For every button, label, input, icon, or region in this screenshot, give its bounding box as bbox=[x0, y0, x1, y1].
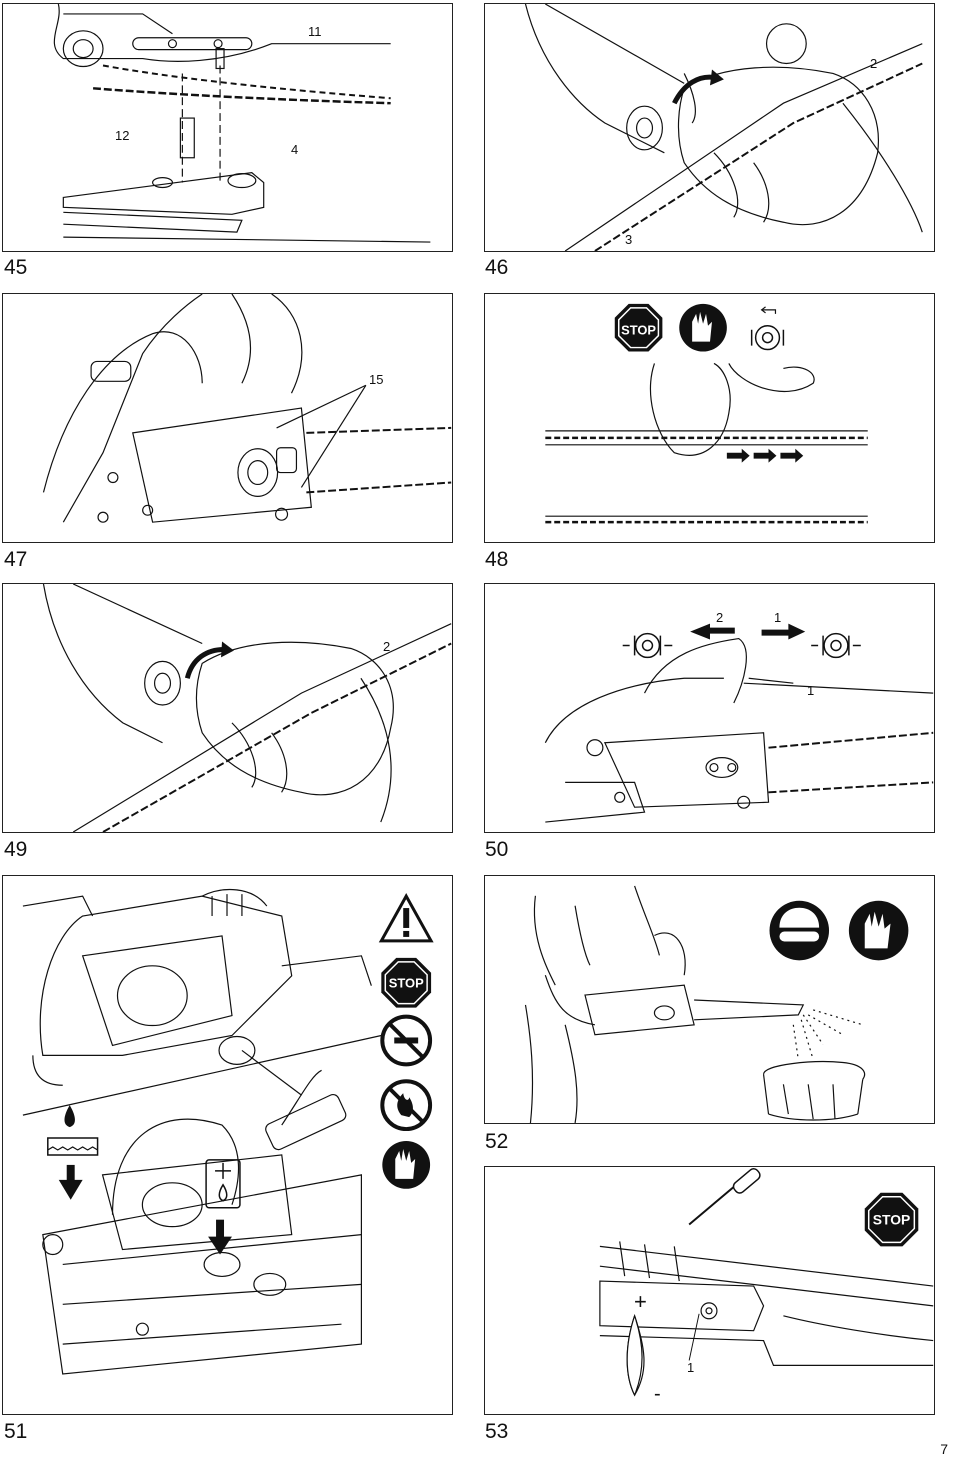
callout-1: 1 bbox=[774, 610, 782, 625]
plus-sign: + bbox=[634, 1289, 647, 1314]
figure-52-panel bbox=[484, 875, 935, 1124]
figure-51-illustration: STOP bbox=[22, 889, 434, 1375]
stop-sign-icon: STOP bbox=[864, 1192, 919, 1247]
stop-label: STOP bbox=[621, 323, 656, 338]
figure-48-number: 48 bbox=[485, 548, 509, 571]
figure-50-number: 50 bbox=[485, 838, 509, 861]
figure-52-illustration bbox=[524, 885, 909, 1123]
figure-48-panel: STOP bbox=[484, 293, 935, 543]
figure-47-number: 47 bbox=[4, 548, 28, 571]
arrow-icon bbox=[672, 69, 724, 105]
gloves-icon bbox=[679, 303, 727, 352]
callout-2: 2 bbox=[716, 610, 724, 625]
figure-51-panel: STOP bbox=[2, 875, 453, 1415]
figure-53-panel: STOP + - 1 bbox=[484, 1166, 935, 1415]
figure-51-number: 51 bbox=[4, 1420, 28, 1443]
figure-47-illustration bbox=[42, 294, 452, 523]
gloves-icon bbox=[848, 900, 909, 961]
gloves-icon bbox=[382, 1141, 431, 1189]
figure-48-illustration: STOP bbox=[545, 303, 868, 524]
sprocket-icon bbox=[622, 632, 673, 659]
stop-label: STOP bbox=[389, 976, 424, 991]
figure-53-illustration: STOP bbox=[599, 1168, 934, 1397]
figure-45-number: 45 bbox=[4, 256, 28, 279]
figure-46-illustration bbox=[524, 4, 923, 251]
stop-label: STOP bbox=[873, 1212, 911, 1228]
figure-53-number: 53 bbox=[485, 1420, 509, 1443]
sprocket-icon bbox=[811, 632, 861, 659]
figure-46-number: 46 bbox=[485, 256, 509, 279]
minus-sign: - bbox=[654, 1383, 661, 1405]
figure-47-panel: 15 bbox=[2, 293, 453, 543]
callout-1: 1 bbox=[687, 1360, 695, 1375]
warning-icon bbox=[378, 893, 434, 943]
sprocket-icon bbox=[750, 306, 785, 351]
no-smoking-icon bbox=[380, 1014, 433, 1067]
helmet-goggles-icon bbox=[769, 900, 830, 961]
figure-45-panel: 11 12 4 bbox=[2, 3, 453, 252]
fuel-can-icon bbox=[205, 1159, 241, 1209]
callout-2: 2 bbox=[870, 56, 878, 71]
figure-46-panel: 2 3 bbox=[484, 3, 935, 252]
figure-49-panel: 2 bbox=[2, 583, 453, 833]
figure-45-illustration bbox=[53, 4, 431, 243]
no-fire-icon bbox=[380, 1079, 433, 1132]
figure-50-illustration bbox=[544, 623, 934, 823]
callout-1: 1 bbox=[807, 683, 815, 698]
screwdriver-icon bbox=[688, 1168, 761, 1226]
figure-50-panel: 2 1 1 bbox=[484, 583, 935, 833]
stop-sign-icon: STOP bbox=[614, 303, 663, 352]
figure-49-illustration bbox=[42, 584, 452, 832]
page-number: 7 bbox=[940, 1441, 948, 1457]
callout-12: 12 bbox=[115, 128, 130, 143]
oil-drop-icon bbox=[47, 1105, 99, 1200]
arrow-icon bbox=[184, 641, 234, 679]
figure-52-number: 52 bbox=[485, 1130, 509, 1153]
callout-15: 15 bbox=[369, 372, 384, 387]
callout-11: 11 bbox=[308, 24, 322, 39]
callout-2: 2 bbox=[383, 639, 391, 654]
figure-49-number: 49 bbox=[4, 838, 28, 861]
callout-3: 3 bbox=[625, 232, 633, 247]
stop-sign-icon: STOP bbox=[381, 957, 432, 1008]
callout-4: 4 bbox=[291, 142, 299, 157]
